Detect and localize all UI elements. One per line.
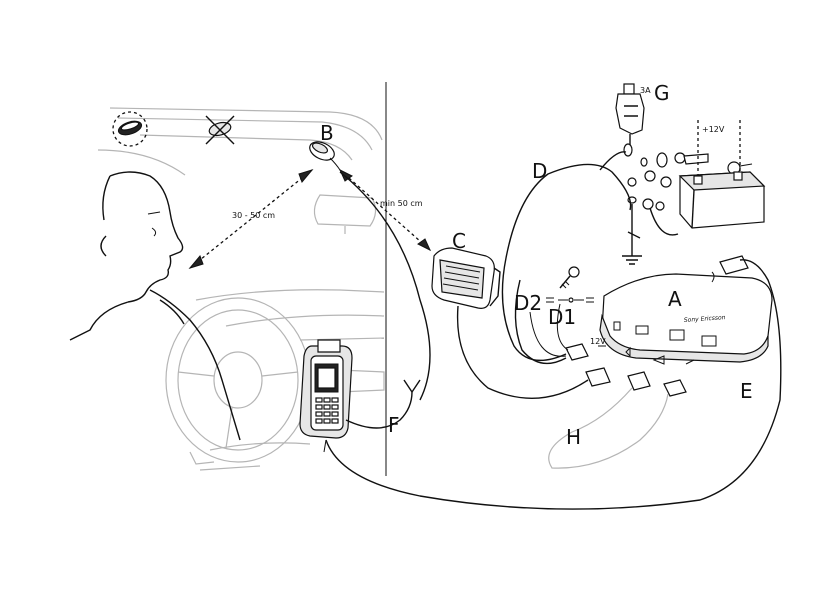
label-g: G xyxy=(654,81,670,105)
power-port-label: 12V xyxy=(590,337,606,346)
fuse-rating: 3A xyxy=(640,86,651,95)
battery-voltage: +12V xyxy=(702,125,725,134)
label-d2: D2 xyxy=(514,291,542,315)
label-e: E xyxy=(740,379,753,403)
phone-cradle xyxy=(300,340,352,438)
label-c: C xyxy=(452,229,466,253)
driver-figure xyxy=(70,172,240,440)
label-b: B xyxy=(320,121,334,145)
car-battery xyxy=(680,120,764,228)
speaker-c xyxy=(432,248,500,308)
distance-label-speaker: min 50 cm xyxy=(380,199,423,208)
label-f: F xyxy=(388,413,400,437)
label-a: A xyxy=(668,287,682,311)
distance-indicators xyxy=(190,170,430,268)
ignition-key-icon xyxy=(546,267,594,302)
label-d: D xyxy=(532,159,547,183)
label-d1: D1 xyxy=(548,305,576,329)
distance-label-head: 30 - 50 cm xyxy=(232,211,275,220)
ground-symbol xyxy=(622,204,678,264)
label-h: H xyxy=(566,425,581,449)
alt-mic-location xyxy=(113,112,147,146)
